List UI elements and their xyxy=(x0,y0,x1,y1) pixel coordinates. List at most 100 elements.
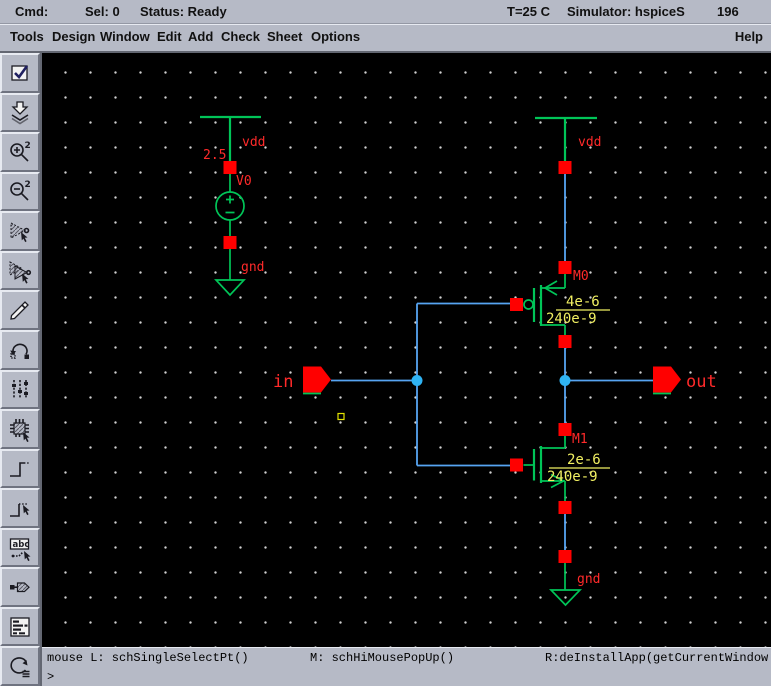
pin-square-pmos-gate[interactable] xyxy=(510,298,523,311)
wire-narrow-button[interactable] xyxy=(0,448,40,489)
net-label-vdd-right[interactable]: vdd xyxy=(578,135,601,150)
pmos-gate-bubble xyxy=(523,299,534,310)
wire-wide-button[interactable] xyxy=(0,488,40,528)
vdd-symbol-left[interactable]: vdd xyxy=(200,115,265,161)
mouse-middle-binding: M: schHiMousePopUp() xyxy=(310,651,455,665)
pin-button[interactable] xyxy=(0,567,40,607)
save-icon xyxy=(11,101,29,125)
pin-square-pmos-drain[interactable] xyxy=(558,335,572,348)
menu-edit[interactable]: Edit xyxy=(157,29,182,44)
cellview-icon xyxy=(10,617,30,637)
wire-wide-icon xyxy=(10,503,30,517)
properties-icon xyxy=(12,380,28,399)
counter-label: 196 xyxy=(717,4,739,19)
check-and-save-icon xyxy=(11,65,29,81)
nmos-length-label[interactable]: 240e-9 xyxy=(547,469,598,485)
copy-button[interactable] xyxy=(0,250,40,291)
supply-value-label[interactable]: 2.5 xyxy=(203,148,226,163)
stretch-button[interactable] xyxy=(0,211,40,251)
pmos-length-label[interactable]: 240e-9 xyxy=(546,311,597,327)
schematic-drawing: vdd 2.5 V0 gnd xyxy=(200,115,717,607)
pin-square-v0-minus[interactable] xyxy=(223,236,237,249)
check-and-save-button[interactable] xyxy=(0,53,40,93)
pmos-name-label[interactable]: M0 xyxy=(573,269,589,284)
voltage-source-v0[interactable]: V0 xyxy=(215,174,252,236)
repeat-button[interactable] xyxy=(0,646,40,686)
vsource-name-label[interactable]: V0 xyxy=(236,174,252,189)
selection-count: Sel: 0 xyxy=(85,4,120,19)
output-pin[interactable]: out xyxy=(653,366,717,395)
undo-icon xyxy=(10,343,29,359)
copy-icon xyxy=(9,260,32,284)
pmos-width-label[interactable]: 4e-6 xyxy=(566,294,600,310)
zoom-factor-label: 2 xyxy=(25,141,31,151)
stretch-icon xyxy=(10,222,30,243)
pmos-m0[interactable]: M0 4e-6 240e-9 xyxy=(523,269,610,335)
menu-sheet[interactable]: Sheet xyxy=(267,29,303,44)
cellview-button[interactable] xyxy=(0,606,40,647)
status-label: Status: Ready xyxy=(140,4,227,19)
properties-button[interactable] xyxy=(0,369,40,410)
mouse-right-binding: R:deInstallApp(getCurrentWindow xyxy=(545,651,769,665)
output-pin-label[interactable]: out xyxy=(686,372,717,392)
gnd-symbol-right[interactable]: gnd xyxy=(548,563,600,607)
instance-icon xyxy=(10,418,30,442)
toolbar: 2 2 xyxy=(0,53,42,686)
nmos-name-label[interactable]: M1 xyxy=(572,432,588,447)
menu-check[interactable]: Check xyxy=(221,29,261,44)
pin-icon xyxy=(10,582,30,593)
pin-square-nmos-source[interactable] xyxy=(558,501,572,514)
repeat-icon xyxy=(10,657,30,678)
simulator-label: Simulator: hspiceS xyxy=(567,4,685,19)
delete-icon xyxy=(10,301,29,320)
menu-design[interactable]: Design xyxy=(52,29,96,44)
vdd-symbol-right[interactable]: vdd xyxy=(535,116,601,161)
delete-button[interactable] xyxy=(0,290,40,330)
menu-options[interactable]: Options xyxy=(311,29,361,44)
mouse-left-binding: mouse L: schSingleSelectPt() xyxy=(47,651,249,665)
titlebar: Cmd: Sel: 0 Status: Ready T=25 C Simulat… xyxy=(0,0,771,24)
zoom-in-button[interactable]: 2 xyxy=(0,132,40,172)
menu-add[interactable]: Add xyxy=(188,29,214,44)
zoom-out-button[interactable]: 2 xyxy=(0,171,40,212)
instance-button[interactable] xyxy=(0,409,40,449)
zoom-factor-label: 2 xyxy=(25,180,31,190)
save-button[interactable] xyxy=(0,92,40,133)
wire-label-icon: abc xyxy=(9,537,31,561)
gnd-symbol-left[interactable]: gnd xyxy=(214,249,264,297)
menubar: Tools Design Window Edit Add Check Sheet… xyxy=(0,24,771,53)
input-pin-label[interactable]: in xyxy=(273,372,293,392)
pin-square-vdd-wire[interactable] xyxy=(558,161,572,174)
wire-label-button[interactable]: abc xyxy=(0,527,40,568)
wire-narrow-icon xyxy=(10,462,30,478)
command-prompt-bar[interactable]: > xyxy=(42,668,771,686)
junction-dot-input xyxy=(411,375,423,386)
origin-marker xyxy=(337,412,345,421)
junction-dot-output xyxy=(559,375,571,386)
net-label-gnd-left[interactable]: gnd xyxy=(241,260,264,275)
wire-gate-net[interactable] xyxy=(416,302,510,467)
pin-square-gnd-wire[interactable] xyxy=(558,550,572,563)
menu-help[interactable]: Help xyxy=(734,29,763,44)
undo-button[interactable] xyxy=(0,329,40,370)
prompt-symbol: > xyxy=(47,670,55,684)
menu-tools[interactable]: Tools xyxy=(10,29,44,44)
nmos-width-label[interactable]: 2e-6 xyxy=(567,452,601,468)
abc-icon-label: abc xyxy=(13,540,30,550)
zoom-out-2x-icon: 2 xyxy=(10,180,31,202)
input-pin[interactable]: in xyxy=(273,366,331,395)
pin-square-nmos-drain[interactable] xyxy=(558,423,572,436)
menu-window[interactable]: Window xyxy=(100,29,150,44)
pin-square-nmos-gate[interactable] xyxy=(510,458,523,472)
pin-square-pmos-source[interactable] xyxy=(558,261,572,274)
output-pin-shape[interactable] xyxy=(653,366,681,393)
net-label-vdd-left[interactable]: vdd xyxy=(242,135,265,150)
net-label-gnd-right[interactable]: gnd xyxy=(577,572,600,587)
schematic-canvas[interactable]: vdd 2.5 V0 gnd xyxy=(42,53,771,647)
temperature-label: T=25 C xyxy=(507,4,550,19)
nmos-m1[interactable]: M1 2e-6 240e-9 xyxy=(523,432,611,501)
mouse-bindings-bar: mouse L: schSingleSelectPt() M: schHiMou… xyxy=(42,647,771,668)
pin-square-v0-plus[interactable] xyxy=(223,161,237,174)
input-pin-shape[interactable] xyxy=(303,366,331,393)
